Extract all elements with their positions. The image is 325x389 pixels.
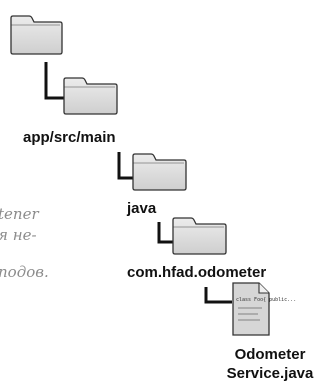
connector-package-to-file [204,287,232,304]
folder-label-java: java [127,200,157,217]
folder-icon [172,217,227,255]
file-label-line1: Odometer [234,346,306,363]
folder-icon [63,77,118,115]
side-note-line3: подов. [0,263,49,281]
side-note-line1: tener [0,205,39,223]
folder-icon [132,153,187,191]
folder-icon [10,15,63,55]
folder-label-main: app/src/main [23,129,116,146]
connector-root-to-main [44,62,65,100]
connector-main-to-java [117,152,134,180]
java-file-icon: class Foo{ public... [232,282,296,336]
folder-label-package: com.hfad.odometer [127,264,267,281]
connector-java-to-package [157,222,174,244]
file-code-text: class Foo{ public... [236,297,296,303]
side-note-line2: я не- [0,226,37,244]
file-label: Odometer Service.java [227,345,314,383]
file-label-line2: Service.java [226,365,314,382]
